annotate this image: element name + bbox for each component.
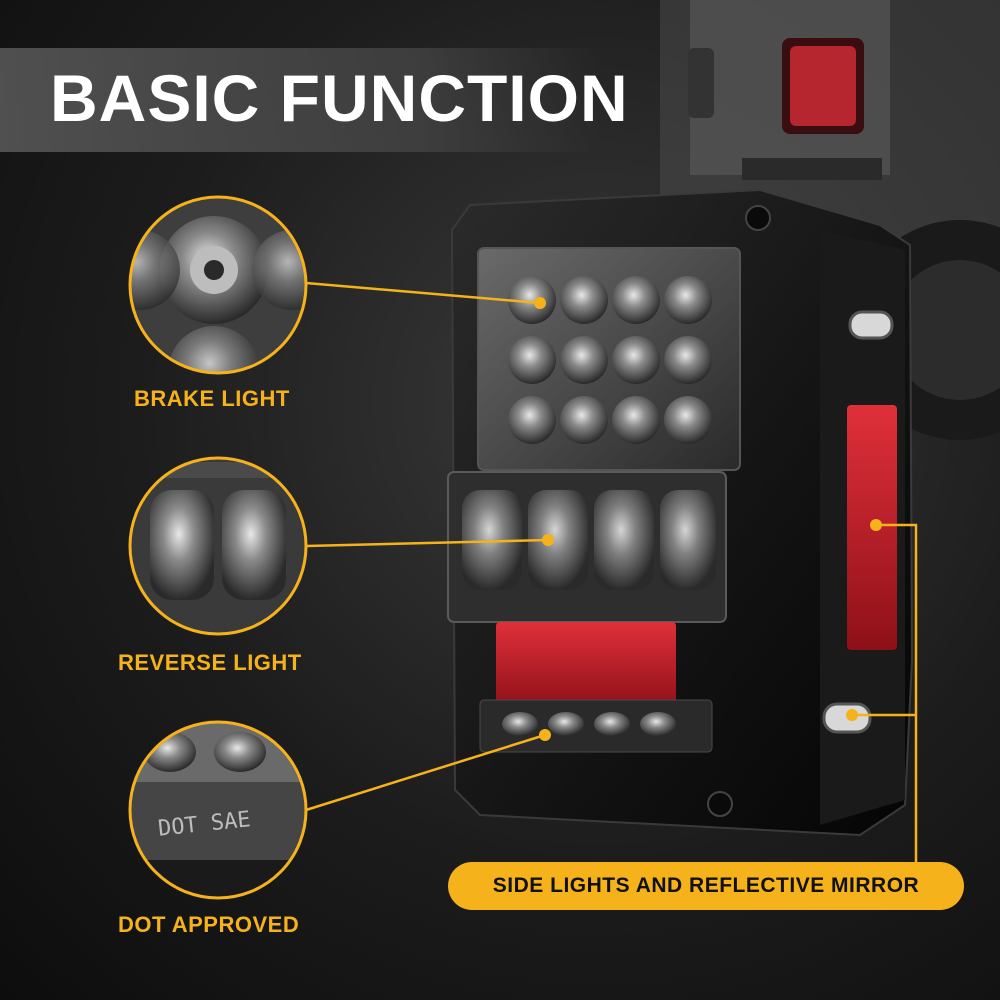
reverse-lens-row — [462, 490, 716, 590]
side-lights-badge: SIDE LIGHTS AND REFLECTIVE MIRROR — [448, 862, 964, 910]
lower-led-strip — [502, 712, 676, 736]
callout-dots — [534, 297, 882, 741]
brake-led-grid — [508, 276, 712, 444]
tail-light-housing — [447, 188, 914, 837]
dot-detail-circle — [128, 720, 308, 900]
brake-light-label: BRAKE LIGHT — [134, 386, 290, 411]
page-title: BASIC FUNCTION — [50, 61, 629, 135]
brake-detail-circle — [128, 195, 308, 375]
title-banner — [0, 48, 600, 152]
side-lights-label: SIDE LIGHTS AND REFLECTIVE MIRROR — [492, 874, 920, 897]
dot-approved-label: DOT APPROVED — [118, 912, 300, 937]
callout-connectors — [305, 281, 918, 862]
lower-red-reflector — [496, 622, 676, 708]
reverse-light-label: REVERSE LIGHT — [118, 650, 302, 675]
vehicle-background — [660, 0, 1000, 440]
reverse-detail-circle — [128, 456, 308, 636]
side-marker-upper — [848, 310, 894, 340]
